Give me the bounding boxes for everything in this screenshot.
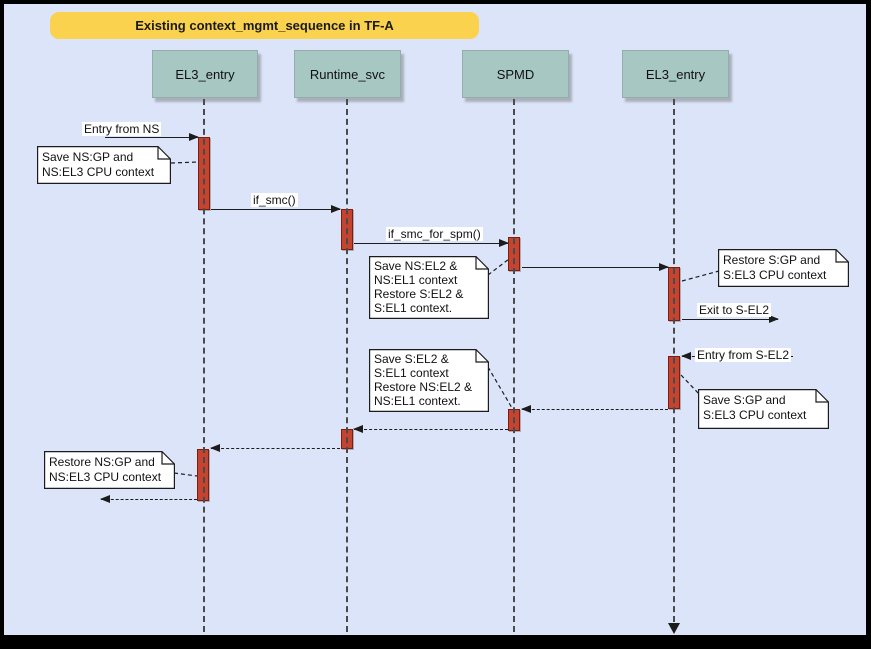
arrowhead-left-icon bbox=[210, 444, 220, 452]
message-line bbox=[682, 319, 778, 320]
message-label-if-smc-for-spm: if_smc_for_spm() bbox=[386, 227, 483, 241]
participant-spmd: SPMD bbox=[462, 50, 569, 98]
arrowhead-right-icon bbox=[189, 133, 199, 141]
lifeline-end-arrow-icon bbox=[668, 623, 680, 634]
message-line bbox=[211, 209, 340, 210]
message-label-entry-from-s-el2: Entry from S-EL2 bbox=[695, 348, 792, 362]
note-shape bbox=[698, 389, 829, 429]
participant-runtime-svc: Runtime_svc bbox=[294, 50, 401, 98]
note-text: Save NS:EL2 & NS:EL1 context Restore S:E… bbox=[374, 259, 464, 315]
lifeline-el3-entry-1 bbox=[203, 99, 205, 632]
participant-label: EL3_entry bbox=[645, 66, 706, 82]
message-if-smc bbox=[210, 205, 341, 214]
message-line bbox=[354, 243, 508, 244]
participant-el3-entry-1: EL3_entry bbox=[152, 50, 258, 98]
arrowhead-right-icon bbox=[331, 205, 341, 213]
note-text: Save S:GP and S:EL3 CPU context bbox=[703, 393, 807, 422]
participant-label: Runtime_svc bbox=[309, 66, 386, 82]
message-line bbox=[105, 137, 198, 138]
arrowhead-left-icon bbox=[100, 495, 110, 503]
note-connector-line bbox=[487, 258, 510, 276]
note-restore-ns-gp: Restore NS:GP and NS:EL3 CPU context bbox=[44, 451, 175, 489]
note-text: Save S:EL2 & S:EL1 context Restore NS:EL… bbox=[374, 352, 473, 408]
arrowhead-right-icon bbox=[499, 239, 509, 247]
note-save-ns-gp: Save NS:GP and NS:EL3 CPU context bbox=[37, 146, 171, 184]
diagram-title-banner: Existing context_mgmt_sequence in TF-A bbox=[50, 12, 479, 39]
note-text: Save NS:GP and NS:EL3 CPU context bbox=[42, 150, 155, 179]
message-runtime-to-el3-return bbox=[210, 444, 341, 453]
note-save-ns-el2: Save NS:EL2 & NS:EL1 context Restore S:E… bbox=[369, 256, 489, 319]
note-restore-s-gp: Restore S:GP and S:EL3 CPU context bbox=[718, 249, 849, 287]
note-text: Restore NS:GP and NS:EL3 CPU context bbox=[49, 455, 162, 484]
message-if-smc-for-spm bbox=[353, 239, 509, 248]
message-exit-to-s-el2 bbox=[681, 315, 779, 324]
message-line bbox=[522, 409, 668, 410]
arrowhead-right-icon bbox=[769, 315, 779, 323]
message-line bbox=[211, 448, 340, 449]
participant-label: EL3_entry bbox=[175, 66, 235, 82]
participant-label: SPMD bbox=[496, 66, 535, 82]
arrowhead-right-icon bbox=[659, 263, 669, 271]
message-line bbox=[354, 429, 508, 430]
arrowhead-left-icon bbox=[681, 352, 691, 360]
message-spmd-to-el3 bbox=[521, 263, 669, 272]
message-label-exit-to-s-el2: Exit to S-EL2 bbox=[697, 303, 772, 317]
lifeline-el3-entry-2 bbox=[673, 99, 675, 632]
message-label-if-smc: if_smc() bbox=[251, 193, 298, 207]
note-connector-line bbox=[170, 161, 199, 164]
lifeline-spmd bbox=[513, 99, 515, 632]
note-text: Restore S:GP and S:EL3 CPU context bbox=[723, 253, 827, 282]
note-connector-line bbox=[173, 472, 198, 477]
message-label-entry-from-ns: Entry from NS bbox=[82, 122, 162, 136]
arrowhead-left-icon bbox=[353, 425, 363, 433]
note-shape bbox=[37, 146, 171, 184]
note-connector-line bbox=[681, 270, 720, 282]
message-spmd-to-runtime-return bbox=[353, 425, 509, 434]
participant-el3-entry-2: EL3_entry bbox=[622, 50, 729, 98]
arrowhead-left-icon bbox=[521, 405, 531, 413]
message-el3-to-spmd-return bbox=[521, 405, 669, 414]
diagram-title: Existing context_mgmt_sequence in TF-A bbox=[135, 18, 394, 33]
note-connector-line bbox=[487, 366, 513, 409]
sequence-diagram-canvas: Existing context_mgmt_sequence in TF-A E… bbox=[4, 4, 866, 635]
message-entry-from-ns bbox=[104, 133, 199, 142]
message-line bbox=[101, 499, 197, 500]
message-line bbox=[522, 267, 668, 268]
message-exit-to-ns bbox=[100, 495, 198, 504]
lifeline-runtime-svc bbox=[346, 99, 348, 632]
note-save-s-el2: Save S:EL2 & S:EL1 context Restore NS:EL… bbox=[369, 349, 489, 412]
note-shape bbox=[369, 349, 489, 412]
note-shape bbox=[369, 256, 489, 319]
note-save-s-gp: Save S:GP and S:EL3 CPU context bbox=[698, 389, 829, 429]
